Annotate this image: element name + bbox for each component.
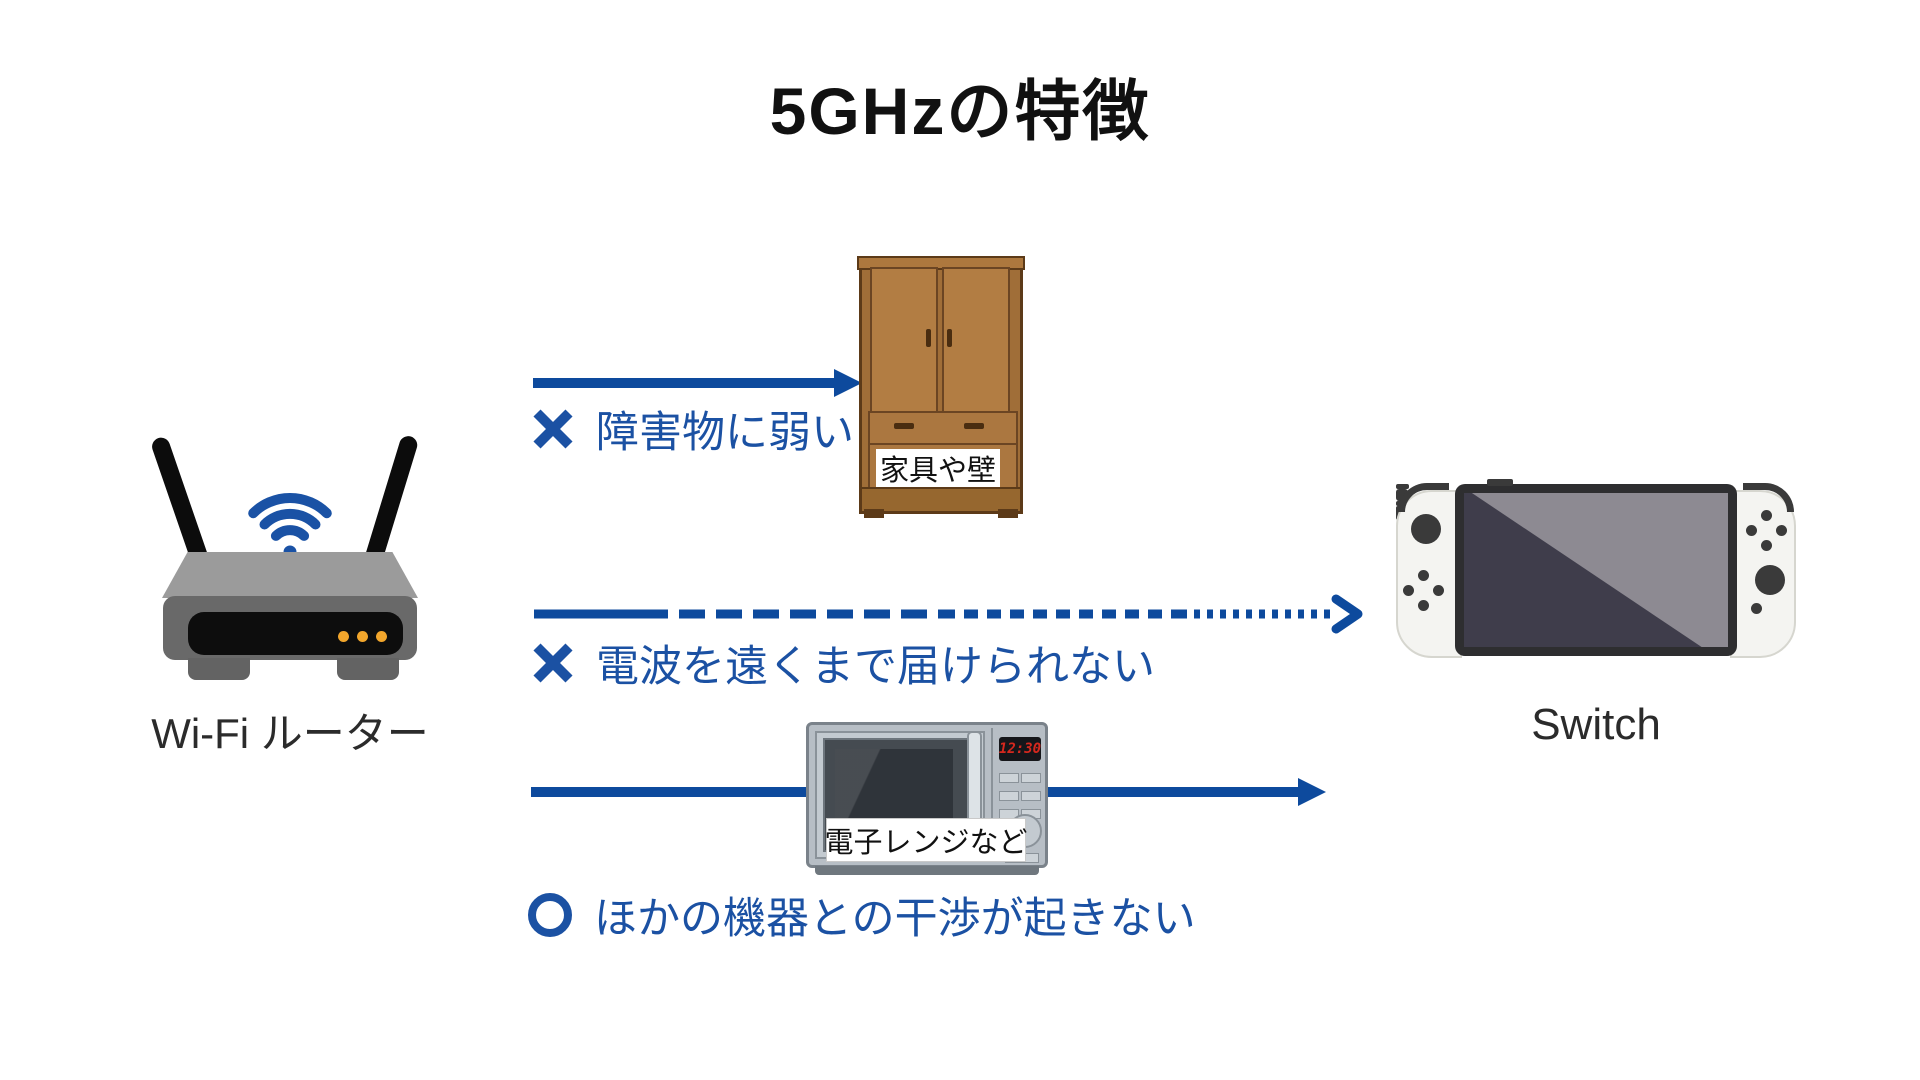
caption-interference: ほかの機器との干渉が起きない — [526, 884, 1196, 946]
router-front-panel — [188, 612, 403, 655]
dpad-left-button — [1403, 585, 1414, 596]
caption-range: 電波を遠くまで届けられない — [530, 632, 1155, 694]
shoulder-button-r-icon — [1743, 483, 1794, 512]
microwave-tag: 電子レンジなど — [825, 818, 1028, 862]
router-top-panel — [162, 552, 418, 598]
cross-mark-icon — [533, 409, 573, 449]
wifi-signal-icon — [248, 492, 332, 559]
router-led-icon — [357, 631, 368, 642]
minus-button-icon — [1396, 484, 1409, 489]
caption-range-text: 電波を遠くまで届けられない — [596, 643, 1155, 691]
wardrobe-handle — [947, 329, 952, 347]
wardrobe-foot — [864, 509, 884, 518]
wardrobe-drawer-knob — [894, 423, 914, 429]
router-label: Wi-Fi ルーター — [151, 710, 429, 757]
shoulder-button-l-icon — [1398, 483, 1449, 512]
wardrobe-handle — [926, 329, 931, 347]
wardrobe-cornice — [857, 256, 1025, 270]
dpad-down-button — [1418, 600, 1429, 611]
microwave-button — [999, 773, 1019, 783]
microwave-base — [815, 866, 1039, 875]
microwave-button — [999, 791, 1019, 801]
obstacle-tag: 家具や壁 — [876, 449, 1000, 487]
router-foot — [188, 658, 250, 680]
arrow-obstacle — [533, 369, 862, 397]
wardrobe-foot — [998, 509, 1018, 518]
router-led-icon — [376, 631, 387, 642]
left-analog-stick — [1411, 514, 1441, 544]
switch-tablet — [1455, 479, 1737, 656]
b-button — [1761, 540, 1772, 551]
caption-obstacle: 障害物に弱い — [530, 398, 854, 460]
dpad-right-button — [1433, 585, 1444, 596]
switch-label: Switch — [1531, 700, 1661, 749]
circle-mark-icon — [528, 893, 572, 937]
caption-obstacle-text: 障害物に弱い — [596, 409, 854, 457]
wardrobe-drawer — [868, 411, 1018, 445]
dpad-up-button — [1418, 570, 1429, 581]
x-button — [1761, 510, 1772, 521]
microwave-button — [1021, 791, 1041, 801]
wifi-router-illustration — [140, 430, 440, 690]
router-foot — [337, 658, 399, 680]
wardrobe-door-right — [942, 267, 1010, 413]
switch-console-illustration — [1396, 479, 1796, 660]
home-button-icon — [1751, 603, 1762, 614]
cross-mark-icon — [533, 643, 573, 683]
router-led-icon — [338, 631, 349, 642]
y-button — [1746, 525, 1757, 536]
microwave-button — [1021, 773, 1041, 783]
caption-interference-text: ほかの機器との干渉が起きない — [594, 895, 1196, 943]
microwave-display: 12:30 — [999, 737, 1041, 761]
switch-screen — [1464, 493, 1728, 647]
wardrobe-drawer-knob — [964, 423, 984, 429]
wardrobe-plinth — [860, 487, 1022, 513]
page-title: 5GHzの特徴 — [769, 74, 1151, 148]
arrow-fading — [534, 594, 1363, 634]
a-button — [1776, 525, 1787, 536]
right-analog-stick — [1755, 565, 1785, 595]
